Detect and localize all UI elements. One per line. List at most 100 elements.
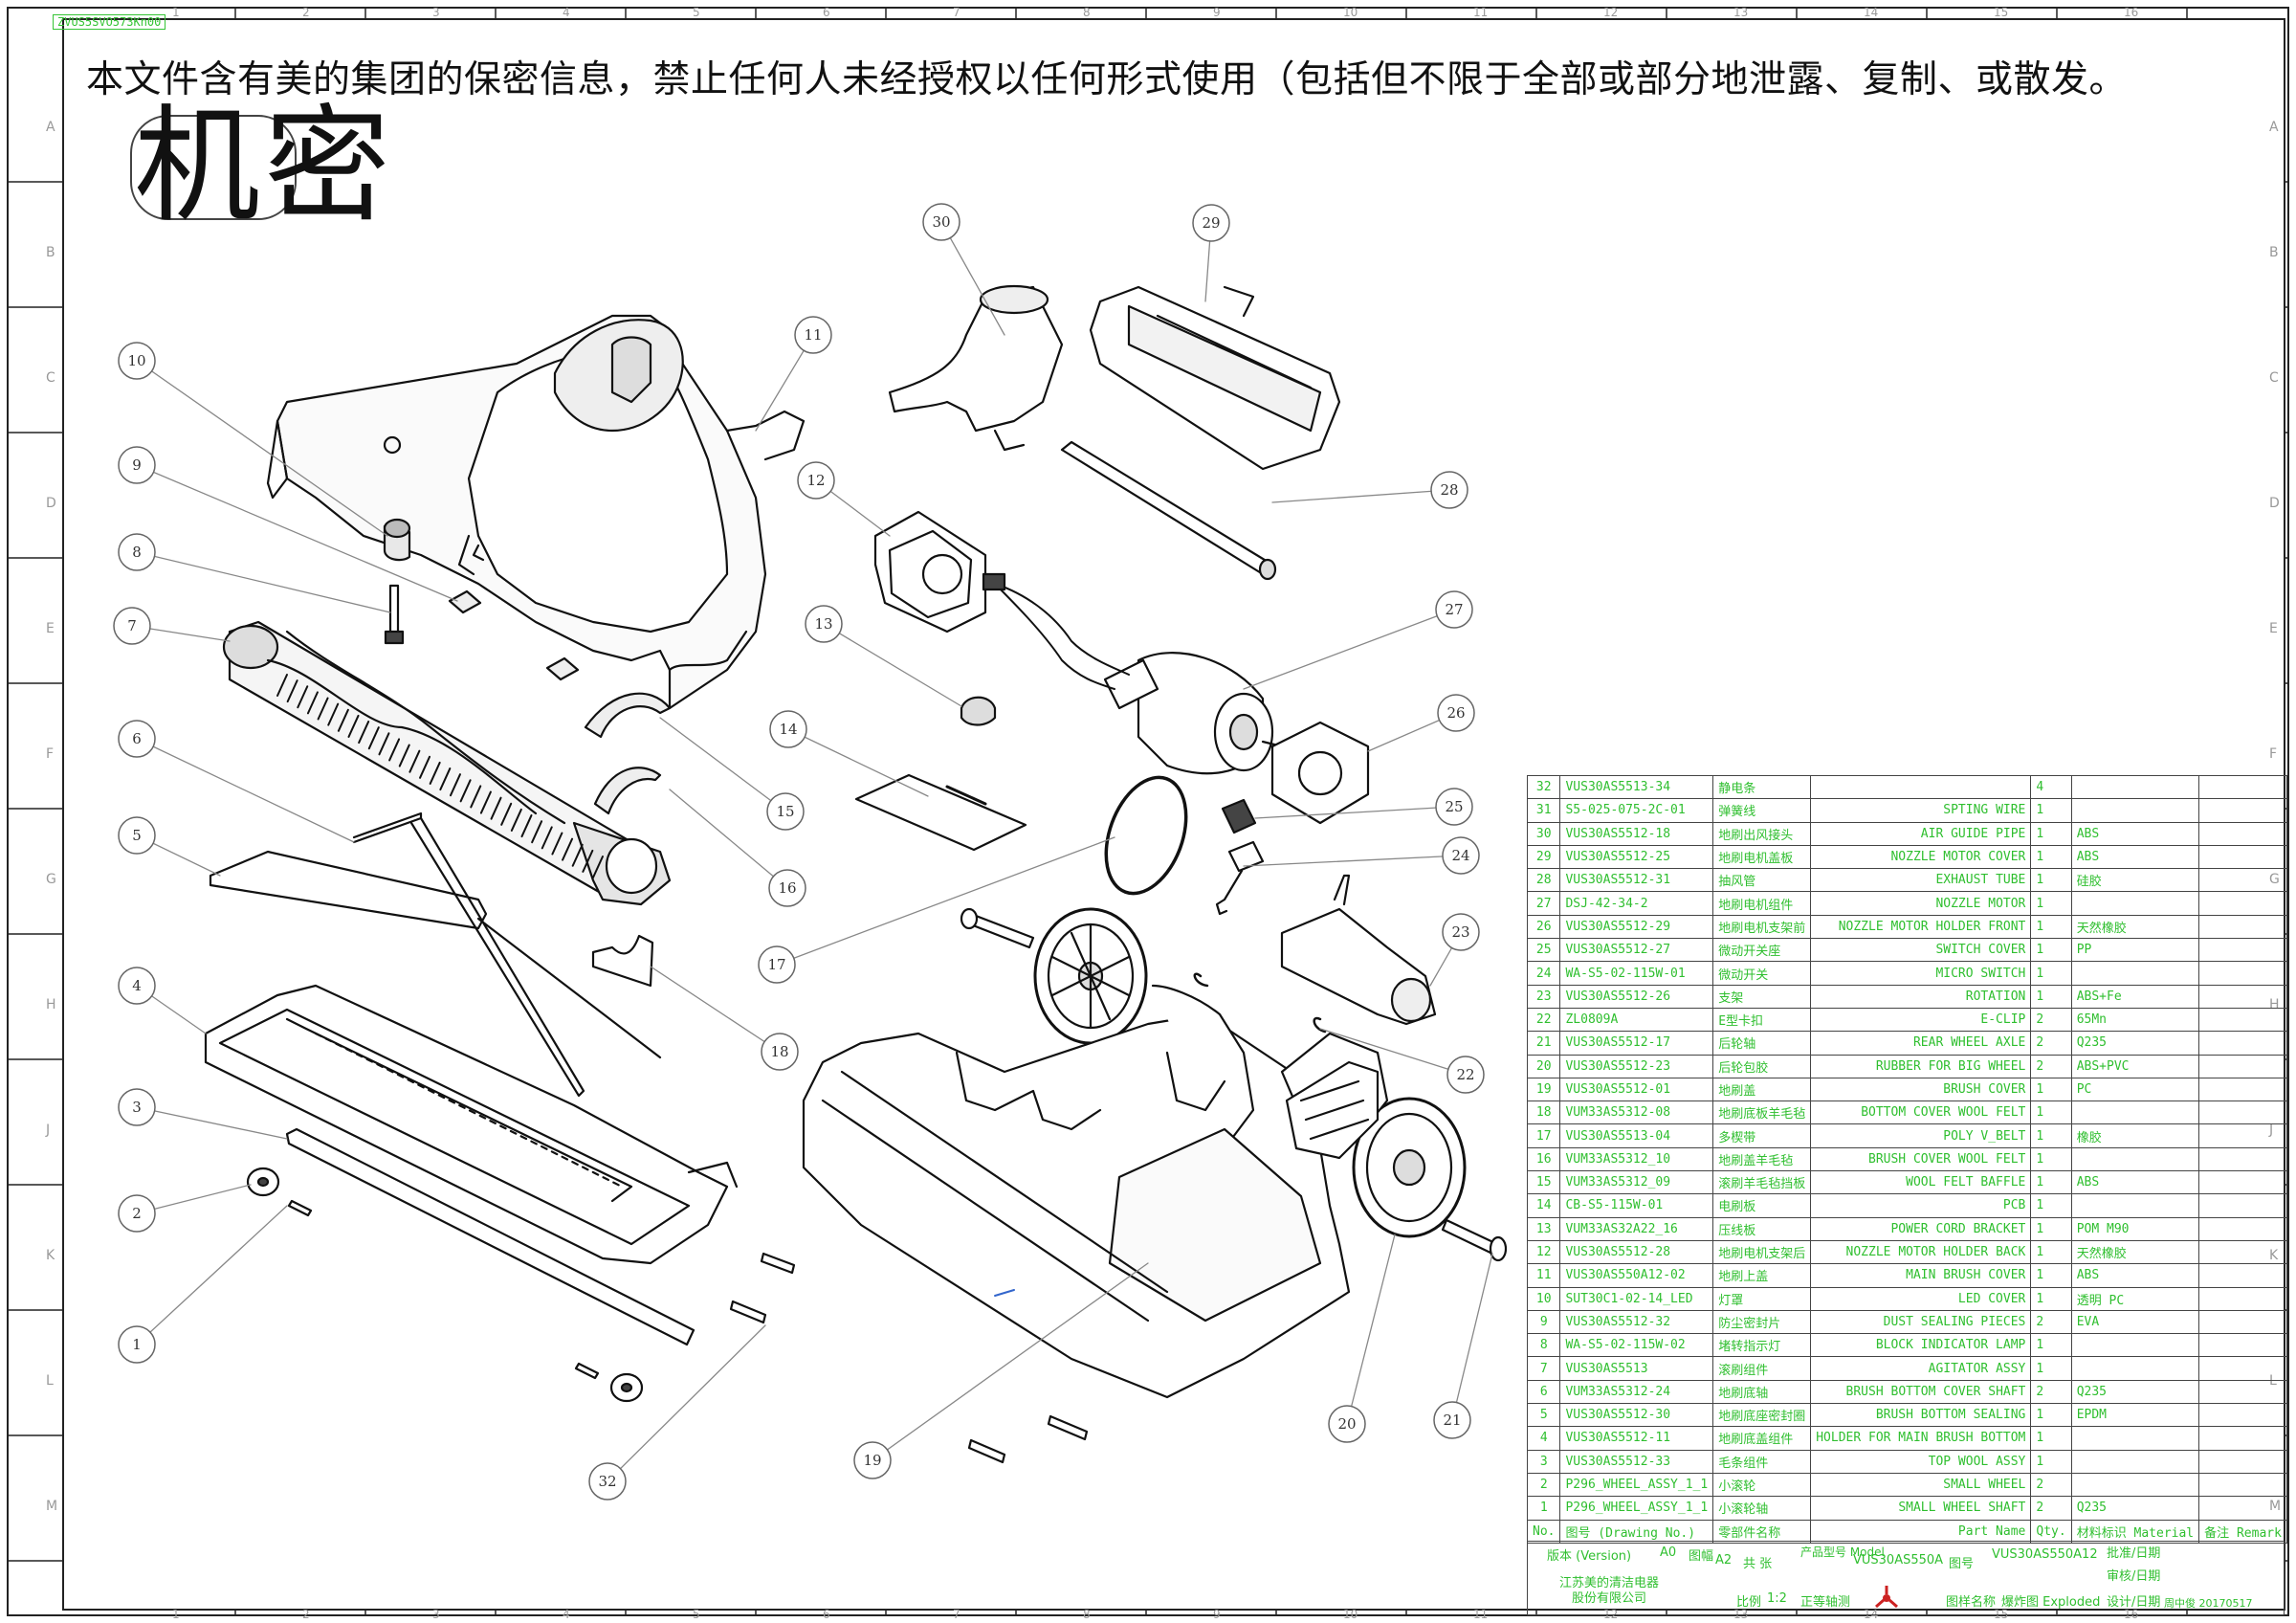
callout-bubble: [118, 816, 156, 855]
callout-number: 4: [132, 977, 142, 994]
callout-bubble: [922, 203, 960, 241]
callout-bubble: [118, 446, 156, 484]
bom-cell-qty: 1: [2030, 914, 2072, 940]
callout-number: 15: [776, 803, 794, 820]
bom-cell-qty: 1: [2030, 1333, 2072, 1358]
callout-number: 10: [127, 352, 145, 369]
bom-cell-mat: [2070, 1472, 2200, 1498]
bom-cell-dwg: VUS30AS5512-18: [1559, 821, 1714, 846]
callout-bubble: [768, 869, 806, 907]
bom-cell-mat: Q235: [2070, 1031, 2200, 1056]
bristle: [398, 744, 410, 767]
bom-cell-qty: 1: [2030, 1146, 2072, 1172]
bom-cell-no: 4: [1526, 1426, 1561, 1451]
bom-cell-cn: 抽风管: [1712, 868, 1812, 893]
grid-col-label: 4: [563, 6, 570, 19]
part-14-pcb: [854, 773, 1027, 852]
bom-cell-cn: 地刷盖: [1712, 1077, 1812, 1102]
part-30-air-guide-pipe: [888, 284, 1064, 452]
part-9-dust-sealing-2: [545, 656, 580, 681]
grid-row-label: J: [46, 1123, 51, 1138]
bom-cell-en: HOLDER FOR MAIN BRUSH BOTTOM: [1810, 1426, 2032, 1451]
bristle: [490, 796, 502, 820]
grid-col-label: 10: [1343, 1608, 1358, 1621]
bom-cell-mat: EVA: [2070, 1309, 2200, 1335]
bom-cell-mat: [2070, 961, 2200, 986]
callout-number: 6: [132, 730, 142, 747]
callout-bubble: [118, 720, 156, 758]
bom-cell-en: SPTING WIRE: [1810, 798, 2032, 823]
bom-cell-cn: 地刷盖羊毛毡: [1712, 1146, 1812, 1172]
bom-cell-en: SWITCH COVER: [1810, 938, 2032, 963]
bom-cell-qty: 4: [2030, 774, 2072, 800]
callout-number: 30: [932, 213, 950, 231]
grid-row-label: E: [46, 621, 55, 636]
callout-number: 12: [806, 472, 825, 489]
bom-cell-no: 8: [1526, 1333, 1561, 1358]
callout-bubble: [758, 945, 796, 984]
bom-cell-en: NOZZLE MOTOR HOLDER BACK: [1810, 1239, 2032, 1265]
bom-cell-mat: Q235: [2070, 1496, 2200, 1521]
part-20-rear-wheel-right: [1352, 1097, 1467, 1238]
grid-col-label: 2: [302, 1608, 310, 1621]
bom-cell-cn: 支架: [1712, 984, 1812, 1009]
bom-cell-qty: 2: [2030, 1496, 2072, 1521]
grid-row-label: K: [46, 1248, 55, 1263]
callout-number: 14: [779, 721, 797, 738]
callout-bubble: [118, 1194, 156, 1233]
bom-cell-qty: 1: [2030, 938, 2072, 963]
bom-cell-no: 20: [1526, 1054, 1561, 1078]
grid-col-label: 1: [172, 6, 180, 19]
callout-bubble: [113, 607, 151, 645]
callout-bubble: [794, 316, 832, 354]
callout-number: 23: [1451, 923, 1469, 941]
version-value: A0: [1660, 1545, 1677, 1560]
bom-cell-en: LED COVER: [1810, 1286, 2032, 1311]
bom-cell-no: 27: [1526, 891, 1561, 916]
bom-cell-dwg: P296_WHEEL_ASSY_1_1: [1559, 1472, 1714, 1498]
grid-row-label: B: [2269, 245, 2279, 260]
bom-cell-cn: 地刷电机支架后: [1712, 1239, 1812, 1265]
bom-cell-dwg: VUS30AS5512-26: [1559, 984, 1714, 1009]
bom-cell-dwg: VUS30AS5513-34: [1559, 774, 1714, 800]
grid-col-label: 3: [432, 1608, 440, 1621]
callout-number: 25: [1445, 798, 1463, 815]
bom-cell-cn: 地刷出风接头: [1712, 821, 1812, 846]
bom-cell-mat: [2070, 1356, 2200, 1381]
bom-cell-dwg: VUS30AS5512-32: [1559, 1309, 1714, 1335]
grid-row-label: B: [46, 245, 55, 260]
sheet-value: A2: [1715, 1553, 1733, 1567]
callout-number: 19: [863, 1452, 881, 1469]
bom-cell-rem: [2198, 1216, 2287, 1241]
approve-label: 批准/日期: [2107, 1546, 2161, 1561]
bom-cell-en: AGITATOR ASSY: [1810, 1356, 2032, 1381]
bom-cell-rem: [2198, 1379, 2287, 1405]
bristle: [276, 674, 288, 697]
bom-cell-cn: 滚刷组件: [1712, 1356, 1812, 1381]
grid-col-label: 6: [823, 1608, 830, 1621]
bom-cell-rem: [2198, 1286, 2287, 1311]
callout-number: 17: [767, 956, 785, 973]
bom-cell-dwg: 图号 (Drawing No.): [1559, 1519, 1714, 1544]
callout-number: 8: [132, 544, 142, 561]
bom-cell-mat: ABS+PVC: [2070, 1054, 2200, 1078]
grid-row-label: L: [46, 1373, 54, 1389]
bom-cell-mat: ABS: [2070, 844, 2200, 870]
callout-leader-line: [136, 1184, 252, 1214]
bom-cell-mat: [2070, 1146, 2200, 1172]
grid-col-label: 13: [1733, 6, 1749, 19]
bom-cell-qty: 1: [2030, 1403, 2072, 1428]
bom-cell-qty: 1: [2030, 1449, 2072, 1474]
bom-cell-dwg: VUS30AS5512-31: [1559, 868, 1714, 893]
callout-leader-line: [787, 728, 929, 797]
bom-cell-en: NOZZLE MOTOR COVER: [1810, 844, 2032, 870]
callout-leader-line: [607, 1324, 766, 1482]
bom-cell-no: 26: [1526, 914, 1561, 940]
bristle: [367, 726, 380, 750]
